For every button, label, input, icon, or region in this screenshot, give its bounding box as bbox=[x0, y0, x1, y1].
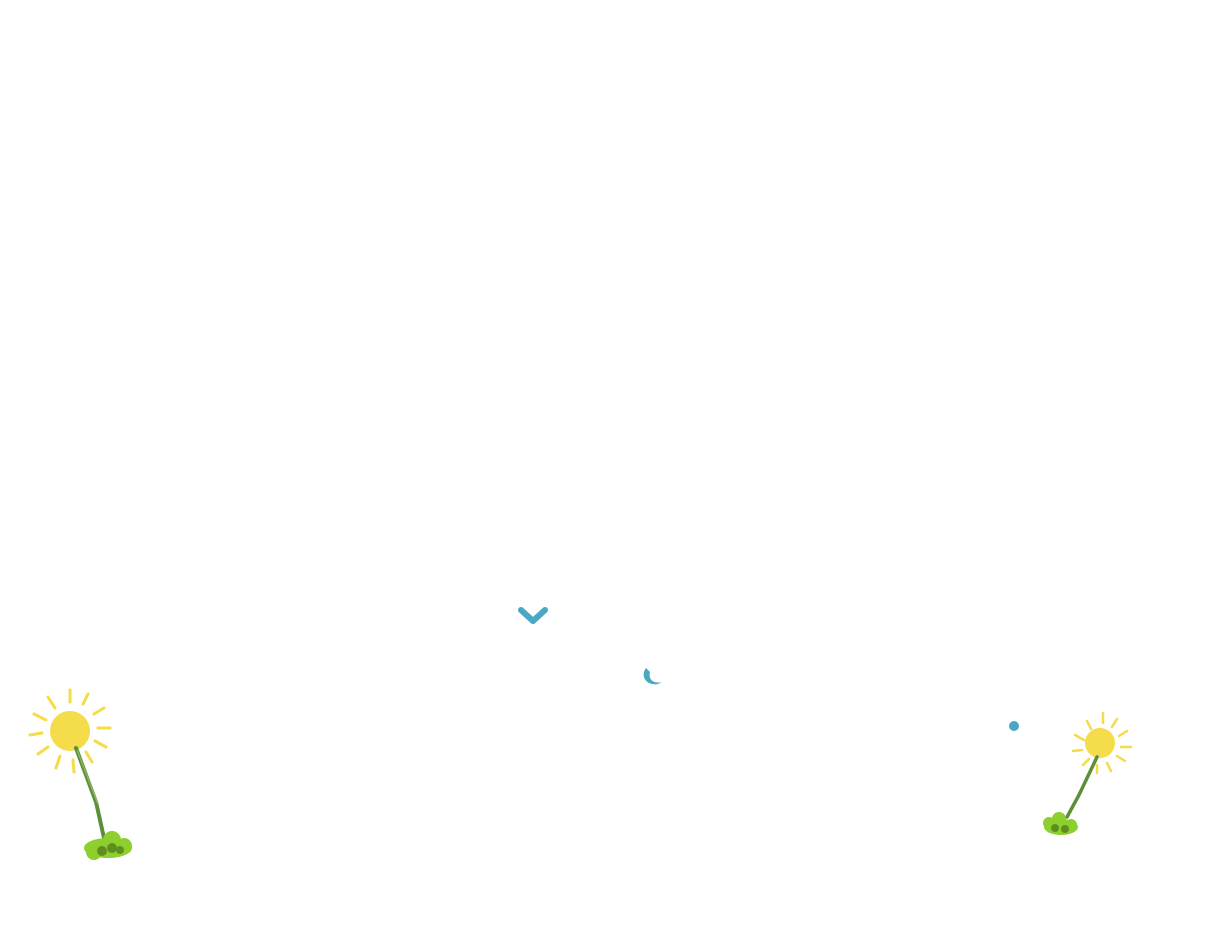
crescent-icon[interactable] bbox=[638, 662, 668, 690]
flower-stem bbox=[1065, 755, 1099, 819]
right-sun-flower-icon bbox=[1043, 711, 1133, 835]
sun-flower-head bbox=[50, 711, 90, 751]
flower-stem-highlight bbox=[76, 749, 99, 805]
sun-rays bbox=[1071, 711, 1133, 775]
dot-icon[interactable] bbox=[1006, 718, 1022, 734]
sun-flower-head bbox=[1085, 728, 1115, 758]
left-sun-flower-icon bbox=[28, 688, 132, 860]
sun-rays bbox=[28, 688, 112, 774]
chevron-down-icon[interactable] bbox=[516, 602, 550, 628]
grass-tuft bbox=[84, 831, 132, 860]
grass-tuft bbox=[1043, 812, 1078, 835]
